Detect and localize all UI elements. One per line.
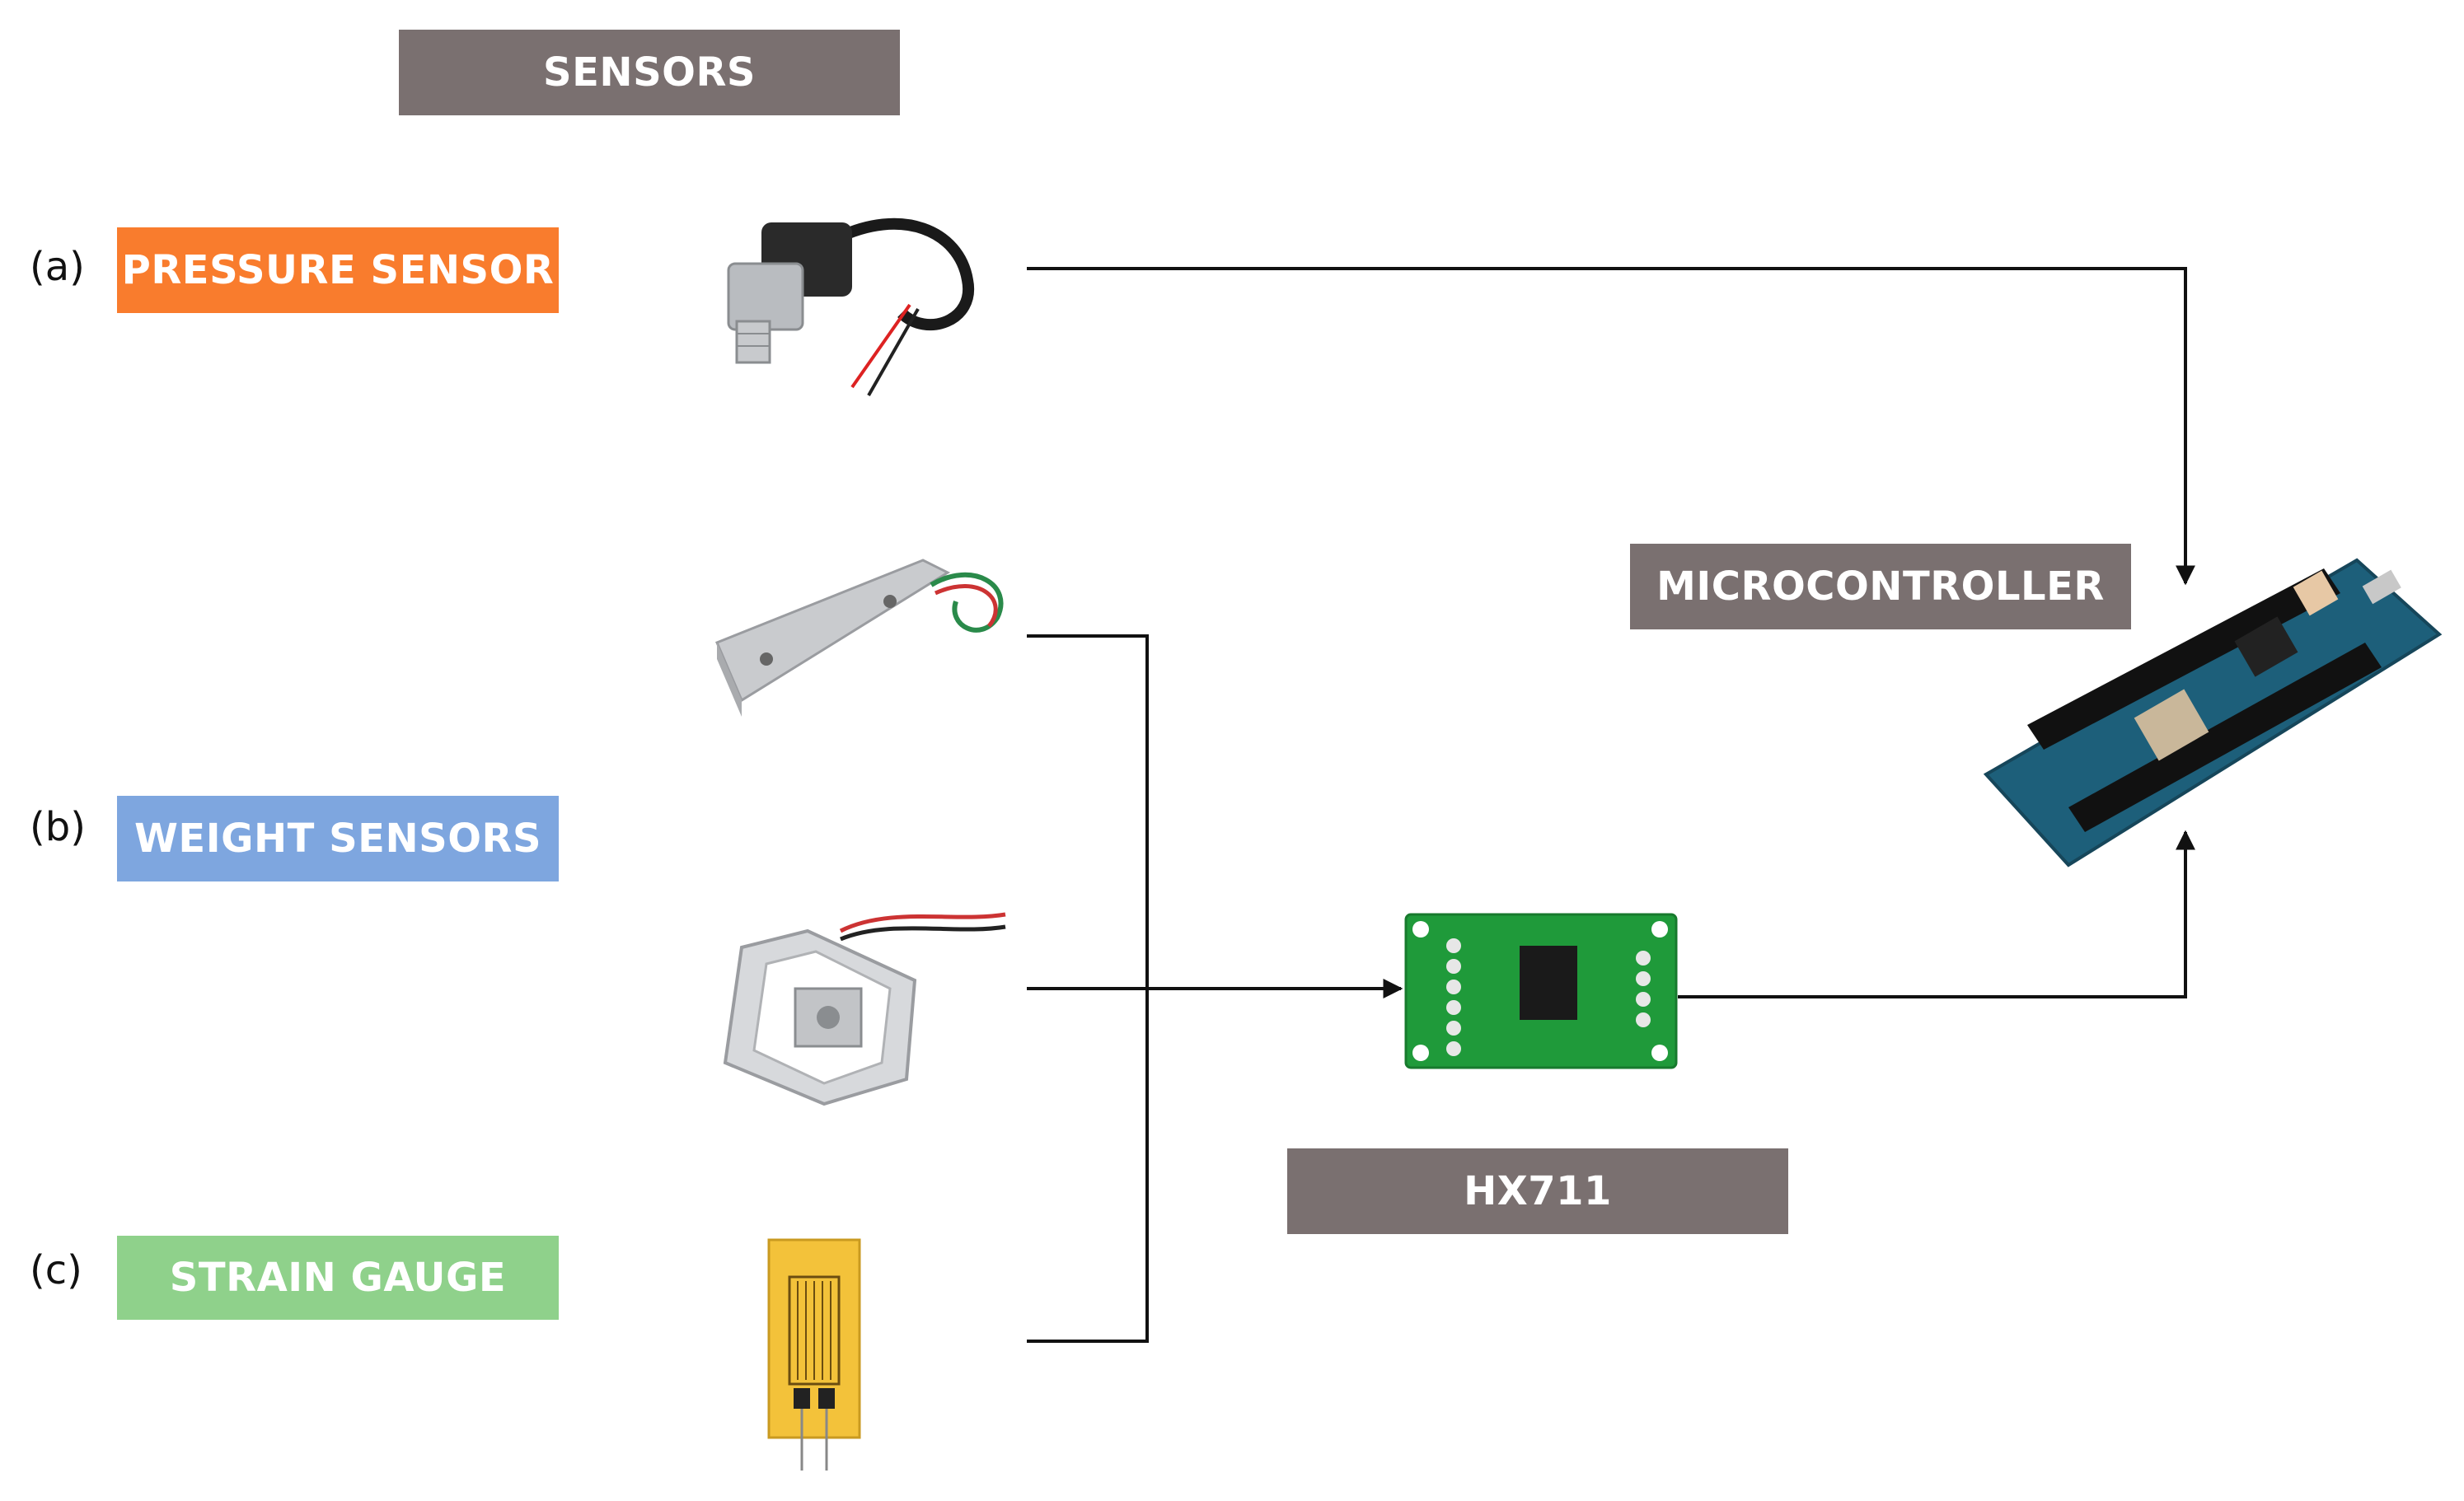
weight-sensors-label-box: WEIGHT SENSORS — [117, 796, 559, 881]
sensors-header: SENSORS — [399, 30, 900, 115]
sensor-tag-c: (c) — [30, 1247, 82, 1293]
weight-sensors-label: WEIGHT SENSORS — [134, 816, 542, 862]
arduino-mkr-board-photo-icon — [1983, 558, 2443, 867]
microcontroller-label-box: MICROCONTROLLER — [1630, 544, 2131, 629]
pressure-sensor-label-box: PRESSURE SENSOR — [117, 227, 559, 313]
microcontroller-label: MICROCONTROLLER — [1656, 563, 2105, 610]
strain-gauge-label: STRAIN GAUGE — [169, 1255, 507, 1301]
hx711-label-box: HX711 — [1287, 1148, 1788, 1234]
half-bridge-load-cell-photo-icon — [723, 912, 1006, 1106]
sensor-tag-b: (b) — [30, 804, 86, 850]
sensors-header-label: SENSORS — [543, 49, 756, 96]
hx711-board-photo-icon — [1404, 913, 1678, 1069]
hx711-label: HX711 — [1464, 1168, 1612, 1214]
bar-load-cell-photo-icon — [715, 559, 1004, 717]
sensor-tag-a: (a) — [30, 244, 85, 290]
pressure-transducer-photo-icon — [727, 217, 975, 396]
pressure-sensor-label: PRESSURE SENSOR — [121, 247, 555, 293]
strain-gauge-label-box: STRAIN GAUGE — [117, 1236, 559, 1320]
foil-strain-gauge-photo-icon — [767, 1238, 861, 1471]
pressure-to-microcontroller-wire — [1027, 267, 2195, 586]
hx711-to-microcontroller-wire — [1678, 830, 2195, 998]
